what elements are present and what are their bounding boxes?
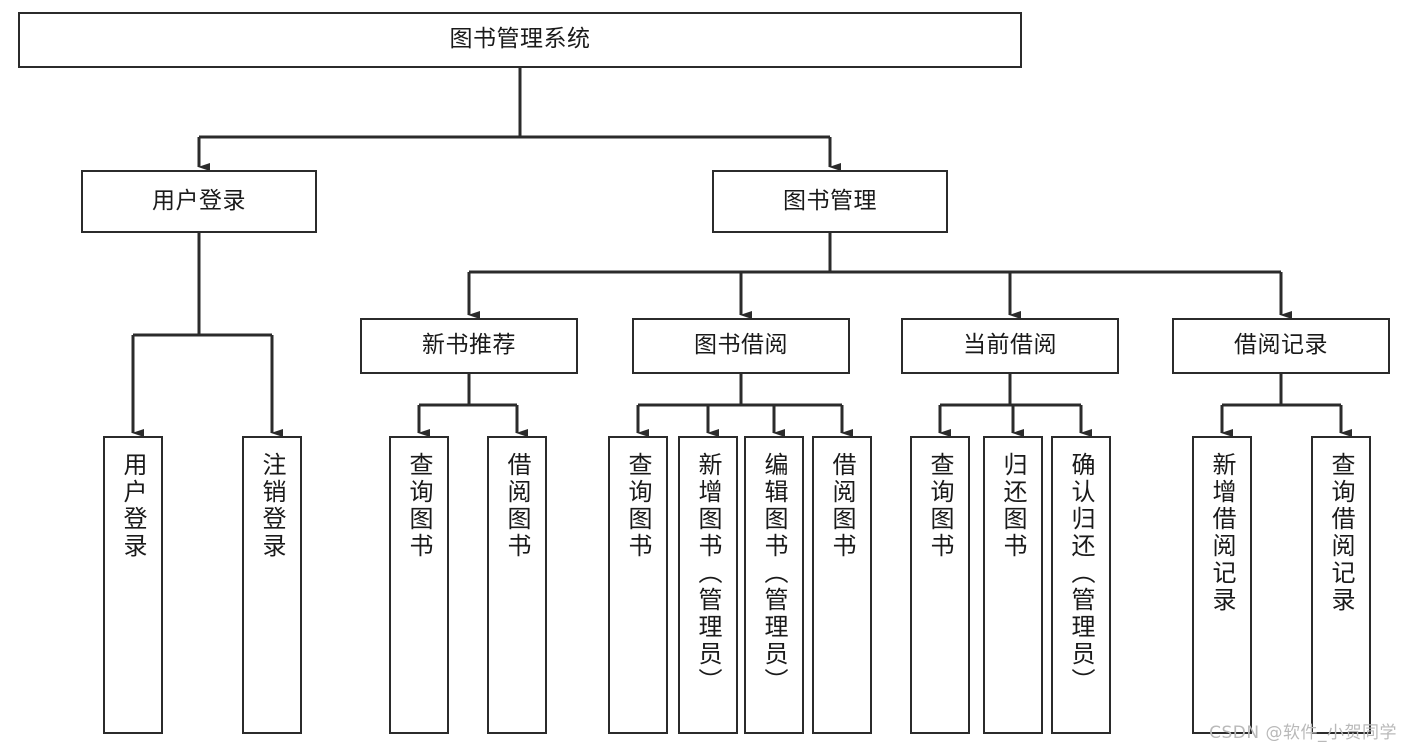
node-label-leaf-user-login: 用户登录 [119,452,147,560]
node-label-leaf-query-borrow-record: 查询借阅记录 [1327,452,1355,614]
node-leaf-query-book-current: 查询图书 [910,436,970,734]
node-label-leaf-add-borrow-record: 新增借阅记录 [1208,452,1236,614]
node-label-leaf-add-book-admin: 新增图书（管理员） [694,452,722,695]
watermark-label: CSDN @软件_小贺同学 [1209,723,1397,743]
node-book-manage: 图书管理 [712,170,948,233]
node-leaf-query-borrow-record: 查询借阅记录 [1311,436,1371,734]
node-label-leaf-query-book-borrow: 查询图书 [624,452,652,560]
node-label-root: 图书管理系统 [449,26,591,53]
node-label-user-login: 用户登录 [152,187,246,214]
node-leaf-return-book: 归还图书 [983,436,1043,734]
node-leaf-user-logout: 注销登录 [242,436,302,734]
node-leaf-confirm-return-admin: 确认归还（管理员） [1051,436,1111,734]
node-new-book-recommend: 新书推荐 [360,318,578,374]
node-leaf-query-book-rec: 查询图书 [389,436,449,734]
node-leaf-edit-book-admin: 编辑图书（管理员） [744,436,804,734]
node-label-leaf-borrow-book: 借阅图书 [828,452,856,560]
node-label-leaf-confirm-return-admin: 确认归还（管理员） [1067,452,1095,695]
node-leaf-add-borrow-record: 新增借阅记录 [1192,436,1252,734]
node-label-leaf-return-book: 归还图书 [999,452,1027,560]
node-leaf-user-login: 用户登录 [103,436,163,734]
node-leaf-borrow-book: 借阅图书 [812,436,872,734]
node-label-book-borrow: 图书借阅 [694,332,788,359]
node-leaf-add-book-admin: 新增图书（管理员） [678,436,738,734]
node-leaf-borrow-book-rec: 借阅图书 [487,436,547,734]
node-label-current-borrow: 当前借阅 [963,332,1057,359]
node-label-leaf-borrow-book-rec: 借阅图书 [503,452,531,560]
node-label-leaf-edit-book-admin: 编辑图书（管理员） [760,452,788,695]
node-label-leaf-user-logout: 注销登录 [258,452,286,560]
node-leaf-query-book-borrow: 查询图书 [608,436,668,734]
node-book-borrow: 图书借阅 [632,318,850,374]
node-current-borrow: 当前借阅 [901,318,1119,374]
node-label-borrow-record: 借阅记录 [1234,332,1328,359]
node-label-leaf-query-book-rec: 查询图书 [405,452,433,560]
node-borrow-record: 借阅记录 [1172,318,1390,374]
node-label-leaf-query-book-current: 查询图书 [926,452,954,560]
node-user-login: 用户登录 [81,170,317,233]
node-label-new-book-recommend: 新书推荐 [422,332,516,359]
node-label-book-manage: 图书管理 [783,187,877,214]
node-root: 图书管理系统 [18,12,1022,68]
